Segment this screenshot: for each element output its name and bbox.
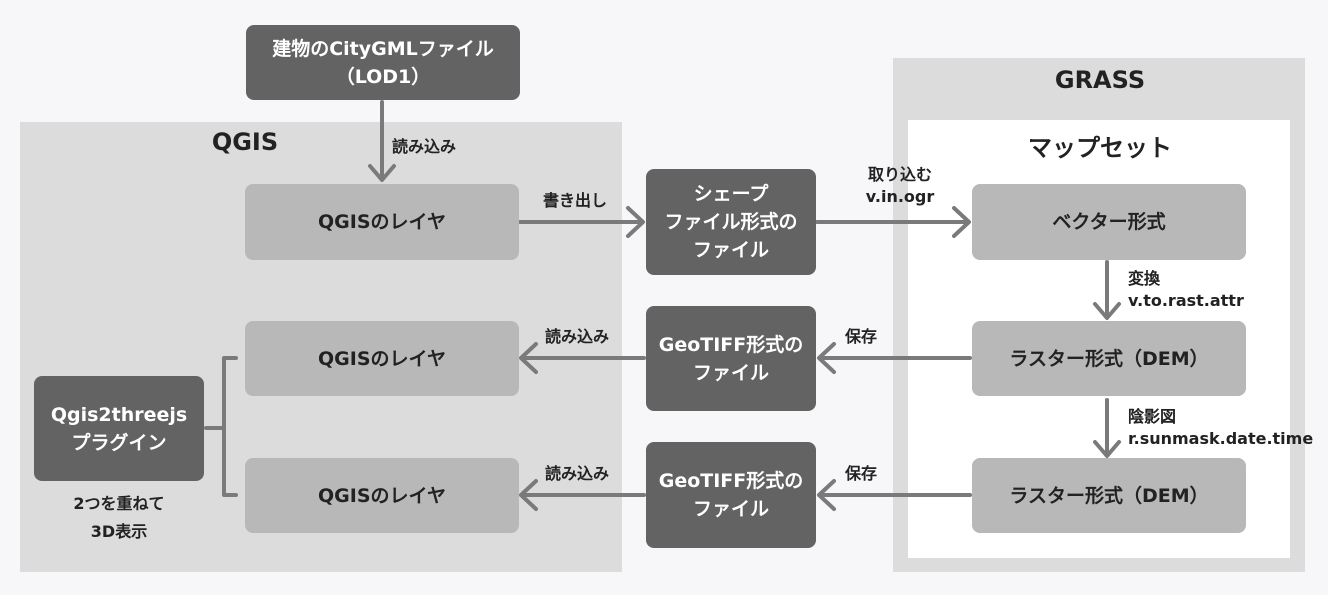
qgis-layer-label-3: QGISのレイヤ xyxy=(318,484,446,507)
shapefile-box: シェープ ファイル形式の ファイル xyxy=(646,169,816,275)
geotiff-box-1: GeoTIFF形式の ファイル xyxy=(646,306,816,411)
read-in-label-1: 読み込み xyxy=(545,327,610,346)
save-label-2: 保存 xyxy=(845,464,878,483)
overlay-note-line-2: 3D表示 xyxy=(90,522,148,541)
geotiff-box-2: GeoTIFF形式の ファイル xyxy=(646,442,816,548)
convert-text: 変換 xyxy=(1128,269,1161,288)
grouping-bracket xyxy=(222,356,238,497)
geotiff-2-line-2: ファイル xyxy=(692,498,769,520)
grass-title: GRASS xyxy=(1054,66,1146,94)
shade-command: r.sunmask.date.time xyxy=(1128,429,1314,448)
shade-text: 陰影図 xyxy=(1128,407,1177,426)
mapset-title: マップセット xyxy=(1028,134,1172,162)
qgis2threejs-plugin-box: Qgis2threejs プラグイン xyxy=(34,376,204,481)
export-label: 書き出し xyxy=(543,191,608,210)
convert-command: v.to.rast.attr xyxy=(1128,291,1244,310)
convert-label: 変換 v.to.rast.attr xyxy=(1128,268,1244,312)
geotiff-2-line-1: GeoTIFF形式の xyxy=(658,470,804,492)
shapefile-line-3: ファイル xyxy=(692,239,769,261)
qgis-layer-box-2: QGISのレイヤ xyxy=(245,321,519,396)
geotiff-1-line-2: ファイル xyxy=(692,361,769,384)
shade-label: 陰影図 r.sunmask.date.time xyxy=(1128,406,1313,450)
qgis-layer-box-3: QGISのレイヤ xyxy=(245,458,519,533)
vector-format-box: ベクター形式 xyxy=(972,184,1246,260)
raster-dem-label-1: ラスター形式（DEM） xyxy=(1009,347,1209,370)
overlay-note-line-1: 2つを重ねて xyxy=(73,494,165,513)
citygml-file-box: 建物のCityGMLファイル （LOD1） xyxy=(246,25,520,100)
read-in-label-top: 読み込み xyxy=(392,137,457,156)
raster-dem-box-2: ラスター形式（DEM） xyxy=(972,458,1246,533)
raster-dem-label-2: ラスター形式（DEM） xyxy=(1009,484,1209,507)
read-in-label-2: 読み込み xyxy=(545,464,610,483)
import-text: 取り込む xyxy=(867,165,932,184)
citygml-file-label: 建物のCityGMLファイル xyxy=(272,37,494,60)
vector-format-label: ベクター形式 xyxy=(1052,211,1166,233)
plugin-type-label: プラグイン xyxy=(71,431,167,454)
citygml-lod-label: （LOD1） xyxy=(335,65,431,88)
raster-dem-box-1: ラスター形式（DEM） xyxy=(972,321,1246,396)
qgis-layer-box-1: QGISのレイヤ xyxy=(245,184,519,260)
shapefile-line-2: ファイル形式の xyxy=(664,211,798,233)
geotiff-1-line-1: GeoTIFF形式の xyxy=(658,333,804,356)
import-command: v.in.ogr xyxy=(865,187,935,206)
plugin-name-label: Qgis2threejs xyxy=(50,403,188,426)
save-label-1: 保存 xyxy=(845,327,878,346)
qgis-layer-label-2: QGISのレイヤ xyxy=(318,347,446,370)
shapefile-line-1: シェープ xyxy=(693,183,769,205)
qgis-layer-label-1: QGISのレイヤ xyxy=(318,211,446,233)
qgis-title: QGIS xyxy=(211,128,279,156)
overlay-3d-note: 2つを重ねて 3D表示 xyxy=(44,490,194,546)
import-label: 取り込む v.in.ogr xyxy=(850,164,950,208)
